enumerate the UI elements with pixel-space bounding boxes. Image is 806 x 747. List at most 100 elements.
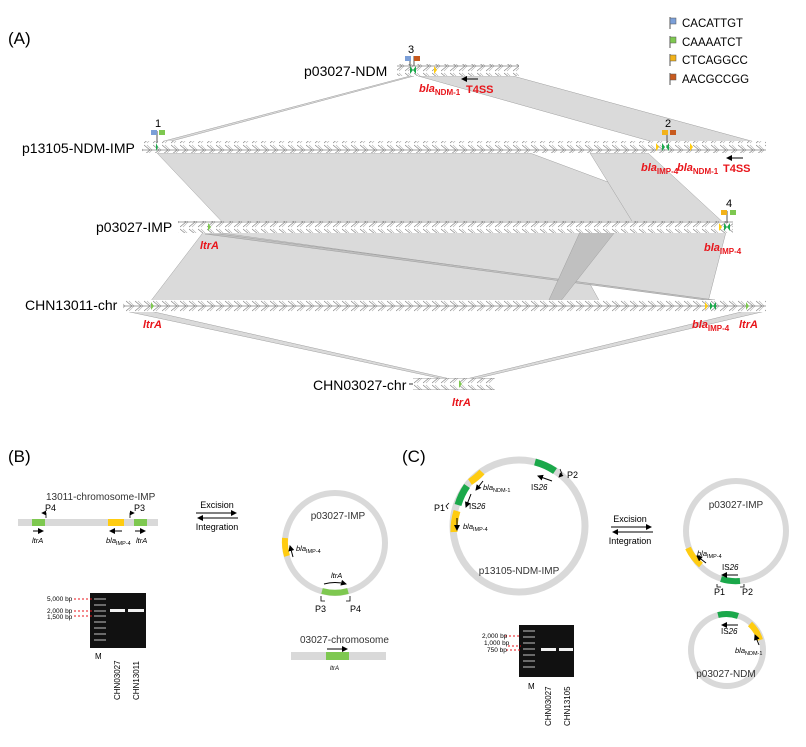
arrow-icon: [696, 555, 707, 564]
svg-text:2,000 bp: 2,000 bp: [47, 608, 73, 615]
svg-text:IS26: IS26: [531, 483, 548, 492]
svg-text:4: 4: [726, 198, 732, 210]
svg-text:blaIMP-4: blaIMP-4: [106, 536, 131, 547]
svg-text:P1: P1: [434, 503, 445, 513]
svg-text:T4SS: T4SS: [466, 84, 494, 96]
svg-text:Integration: Integration: [609, 536, 652, 546]
svg-text:03027-chromosome: 03027-chromosome: [300, 635, 389, 646]
band-chn13105: [559, 648, 573, 651]
bla-imp-segment: [685, 546, 704, 568]
svg-text:p03027-NDM: p03027-NDM: [696, 669, 755, 680]
gene-label-bla-imp: blaIMP-4: [704, 242, 742, 256]
svg-text:P4: P4: [350, 604, 361, 614]
flag-icon-green: [669, 36, 677, 44]
arrow-icon: [323, 579, 347, 586]
svg-text:IS26: IS26: [722, 563, 739, 572]
arrow-icon: [475, 480, 484, 491]
gene-array: [397, 64, 519, 76]
legend-item: CACATTGT: [669, 17, 743, 30]
svg-text:M: M: [528, 682, 535, 691]
is26-segment: [454, 484, 470, 507]
flag-icon-blue: [151, 130, 157, 135]
svg-text:blaIMP-4: blaIMP-4: [697, 549, 722, 560]
plasmid-p03027-imp-c: p03027-IMP blaIMP-4 IS26 P1 P2: [683, 478, 789, 597]
svg-text:p03027-IMP: p03027-IMP: [709, 500, 764, 511]
excision-integration-c: Excision Integration: [609, 514, 653, 546]
svg-text:ltrA: ltrA: [330, 666, 339, 672]
excision-integration-b: Excision Integration: [196, 500, 239, 532]
track-chn13011-chr: CHN13011-chr ltrA blaIMP-4 ltrA: [25, 297, 766, 333]
svg-text:blaIMP-4: blaIMP-4: [463, 522, 488, 533]
ltrA-segment: [134, 519, 147, 526]
flag-icon-yellow: [662, 130, 668, 135]
gene-array: [123, 300, 766, 312]
flag-icon-orange: [670, 130, 676, 135]
svg-text:1: 1: [155, 118, 161, 130]
track-p13105-ndm-imp: p13105-NDM-IMP 1 2 blaIMP-4 blaNDM-1 T4S…: [22, 118, 766, 176]
svg-text:T4SS: T4SS: [723, 163, 751, 175]
gene-array: [413, 378, 495, 390]
chromosome-13011: 13011-chromosome-IMP P4 P3 ltrA blaIMP-4…: [18, 492, 158, 547]
svg-text:ltrA: ltrA: [143, 319, 162, 331]
plasmid-p03027-ndm: IS26 blaNDM-1 p03027-NDM: [688, 611, 766, 689]
arrow-icon: [754, 634, 760, 646]
svg-text:CHN13011: CHN13011: [132, 660, 141, 700]
primer-p3-icon: [320, 596, 325, 602]
primer-p1-icon: [445, 502, 450, 510]
bla-segment: [108, 519, 124, 526]
svg-text:p03027-IMP: p03027-IMP: [311, 511, 366, 522]
link-13011-03027-left: [124, 310, 456, 381]
chromosome-03027: 03027-chromosome ltrA: [291, 635, 389, 672]
flag-icon-blue: [405, 56, 411, 61]
svg-text:p03027-NDM: p03027-NDM: [304, 63, 387, 79]
svg-text:M: M: [95, 652, 102, 661]
svg-text:13011-chromosome-IMP: 13011-chromosome-IMP: [46, 492, 156, 503]
gene-array: [142, 141, 766, 153]
gene-label-bla-imp: blaIMP-4: [641, 162, 679, 176]
legend-item: AACGCCGG: [669, 73, 749, 86]
plasmid-p13105-ndm-imp: p13105-NDM-IMP IS26 P2 blaNDM-1 IS26 P1 …: [434, 456, 589, 596]
svg-text:750 bp: 750 bp: [487, 647, 507, 654]
svg-text:blaNDM-1: blaNDM-1: [735, 646, 762, 657]
svg-text:5,000 bp: 5,000 bp: [47, 596, 73, 603]
svg-text:1,000 bp: 1,000 bp: [484, 640, 510, 647]
svg-text:CHN13105: CHN13105: [563, 686, 572, 726]
svg-text:P4: P4: [45, 503, 56, 513]
gel-b: 5,000 bp 2,000 bp 1,500 bp M CHN03027 CH…: [47, 593, 146, 700]
gene-label-bla-ndm: blaNDM-1: [677, 162, 719, 176]
svg-text:ltrA: ltrA: [452, 397, 471, 409]
svg-text:ltrA: ltrA: [32, 536, 43, 545]
bla-ndm-segment: [468, 469, 485, 485]
flag-icon-orange: [669, 73, 677, 81]
track-chn03027-chr: CHN03027-chr ltrA: [313, 377, 495, 409]
gel-c: 2,000 bp 1,000 bp 750 bp M CHN03027 CHN1…: [482, 625, 574, 726]
svg-text:P1: P1: [714, 587, 725, 597]
primer-p2-icon: [558, 468, 564, 478]
link-13011-03027-right: [461, 310, 767, 381]
gene-label-bla-ndm: blaNDM-1: [419, 83, 461, 97]
flag-icon-blue: [669, 17, 677, 25]
svg-text:IS26: IS26: [469, 502, 486, 511]
bla-ndm-segment: [747, 621, 763, 642]
bla-segment: [281, 537, 290, 557]
is26-segment: [717, 611, 739, 619]
svg-text:1,500 bp: 1,500 bp: [47, 614, 73, 621]
svg-text:CHN03027: CHN03027: [113, 660, 122, 700]
svg-text:P3: P3: [134, 503, 145, 513]
ltrA-segment: [32, 519, 45, 526]
panel-b-label: (B): [8, 447, 31, 466]
legend-item: CAAAATCT: [669, 36, 743, 49]
svg-text:CHN13011-chr: CHN13011-chr: [25, 297, 118, 313]
svg-text:ltrA: ltrA: [331, 571, 342, 580]
arrow-icon: [464, 493, 472, 508]
svg-text:CAAAATCT: CAAAATCT: [682, 37, 743, 49]
svg-text:2: 2: [665, 118, 671, 130]
ltrA-segment: [321, 588, 349, 596]
svg-text:CHN03027-chr: CHN03027-chr: [313, 377, 407, 393]
svg-text:p03027-IMP: p03027-IMP: [96, 219, 172, 235]
band-chn03027: [541, 648, 556, 651]
svg-text:blaNDM-1: blaNDM-1: [483, 483, 510, 494]
arrow-icon: [537, 474, 553, 482]
flag-icon-green: [730, 210, 736, 215]
